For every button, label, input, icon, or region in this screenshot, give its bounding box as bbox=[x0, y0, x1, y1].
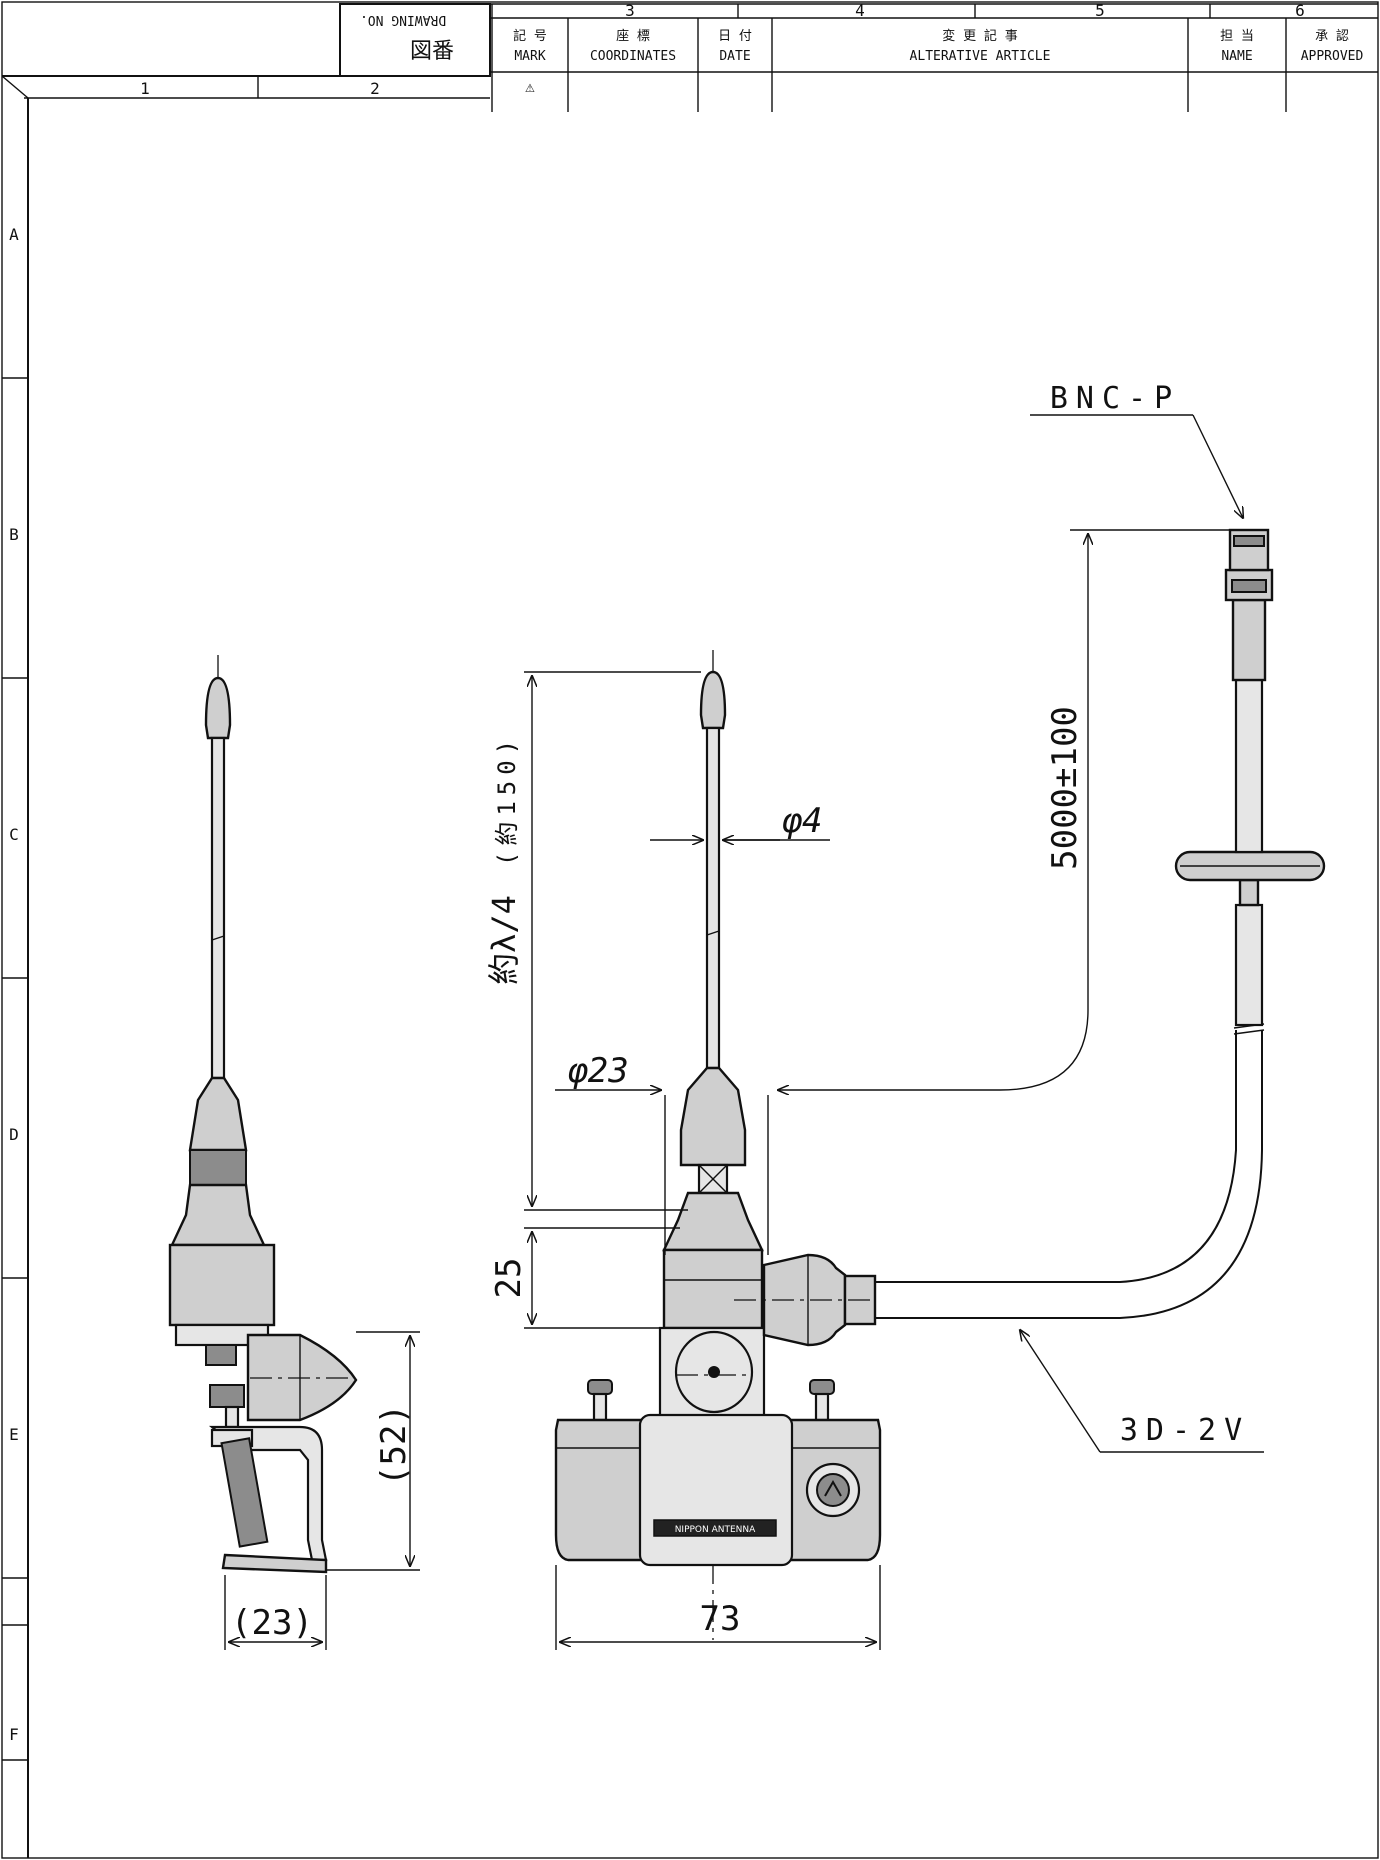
dim-whip-diameter: φ4 bbox=[782, 801, 823, 841]
zone-number-2: 2 bbox=[370, 79, 380, 98]
zone-number-3: 3 bbox=[625, 1, 635, 20]
antenna-tip-icon bbox=[699, 670, 727, 730]
zone-number-6: 6 bbox=[1295, 1, 1305, 20]
dim-collar-height: 25 bbox=[489, 1258, 529, 1299]
drawing-no-label: DRAWING NO. bbox=[360, 12, 446, 27]
dim-overall-height: (約150) bbox=[493, 734, 521, 866]
col-approved-en: APPROVED bbox=[1301, 49, 1364, 64]
cable-label: 3D-2V bbox=[1120, 1413, 1250, 1448]
zone-letter-c: C bbox=[9, 825, 19, 844]
dim-base-diameter: φ23 bbox=[567, 1051, 628, 1091]
front-view: NIPPON ANTENNA BNC-P 3D-2V bbox=[485, 381, 1326, 1650]
col-name-jp: 担 当 bbox=[1220, 29, 1254, 44]
zone-number-4: 4 bbox=[855, 1, 865, 20]
revision-mark-icon: ⚠ bbox=[525, 77, 535, 96]
zone-letter-d: D bbox=[9, 1125, 19, 1144]
dim-cable-length: 5000±100 bbox=[1045, 706, 1085, 870]
dim-clamp-width: (23) bbox=[231, 1603, 313, 1643]
zone-letter-e: E bbox=[9, 1425, 19, 1444]
drawing-no-jp: 図番 bbox=[410, 39, 454, 64]
zone-letter-a: A bbox=[9, 225, 19, 244]
col-article-jp: 変 更 記 事 bbox=[942, 28, 1017, 44]
connector-label: BNC-P bbox=[1050, 381, 1180, 416]
drawing-number-box bbox=[339, 3, 491, 77]
zone-letter-f: F bbox=[9, 1725, 19, 1744]
dim-base-width: 73 bbox=[700, 1599, 741, 1639]
col-mark-jp: 記 号 bbox=[513, 28, 547, 44]
col-name-en: NAME bbox=[1221, 49, 1252, 64]
col-date-en: DATE bbox=[719, 49, 750, 64]
col-article-en: ALTERATIVE ARTICLE bbox=[910, 49, 1051, 64]
zone-number-1: 1 bbox=[140, 79, 150, 98]
zone-letter-b: B bbox=[9, 525, 19, 544]
col-approved-jp: 承 認 bbox=[1315, 28, 1349, 44]
zone-markers: A B C D E F bbox=[2, 225, 28, 1761]
base-collar bbox=[662, 1248, 764, 1330]
zone-number-5: 5 bbox=[1095, 1, 1105, 20]
dim-element-length: 約λ/4 bbox=[485, 895, 523, 985]
side-view: (52) (23) bbox=[168, 655, 420, 1650]
col-coordinates-en: COORDINATES bbox=[590, 49, 676, 64]
col-date-jp: 日 付 bbox=[718, 29, 752, 44]
brand-label: NIPPON ANTENNA bbox=[675, 1525, 756, 1535]
whip-element bbox=[705, 726, 721, 1070]
col-mark-en: MARK bbox=[514, 49, 545, 64]
col-coordinates-jp: 座 標 bbox=[616, 29, 650, 44]
dim-clamp-height: (52) bbox=[374, 1404, 414, 1486]
